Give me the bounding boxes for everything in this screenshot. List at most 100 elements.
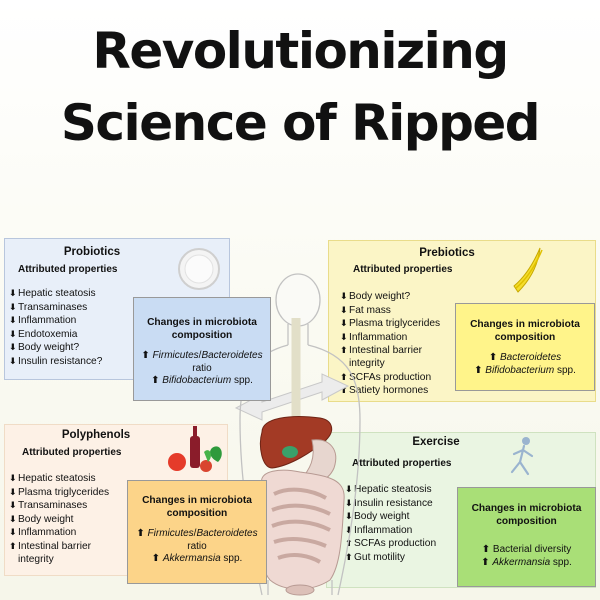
property-text: Intestinal barrier [349, 345, 423, 357]
property-text: Body weight [354, 511, 410, 523]
property-text: Fat mass [349, 304, 391, 316]
down-arrow-icon: ⬇ [345, 511, 353, 522]
change-text: / [198, 350, 202, 361]
change-text: Bacterial diversity [492, 544, 572, 555]
up-arrow-icon: ⬆ [340, 385, 348, 396]
down-arrow-icon: ⬇ [9, 342, 17, 353]
exercise-title: Exercise [412, 436, 460, 448]
down-arrow-icon: ⬇ [9, 473, 17, 483]
up-arrow-icon: ⬆ [481, 556, 493, 568]
polyphenols-changes-box: Changes in microbiota composition ⬆ Firm… [127, 480, 267, 584]
microbiota-change-line: ⬆ Akkermansia spp. [128, 553, 266, 566]
property-text: Transaminases [18, 500, 88, 512]
property-text: Intestinal barrier [18, 540, 92, 552]
property-text: SCFAs production [354, 538, 437, 550]
down-arrow-icon: ⬇ [9, 486, 17, 497]
property-text: Insulin resistance? [18, 355, 103, 367]
up-arrow-icon: ⬆ [488, 352, 500, 363]
property-item: ⬇Hepatic steatosis [345, 483, 436, 497]
property-text: Inflammation [18, 315, 77, 327]
up-arrow-icon: ⬆ [340, 345, 348, 356]
up-arrow-icon: ⬆ [136, 528, 148, 539]
exercise-changes-title: Changes in microbiota composition [471, 503, 582, 527]
change-text: spp. [220, 553, 243, 564]
property-item: ⬇Hepatic steatosis [9, 472, 109, 486]
change-text: spp. [550, 556, 572, 568]
microbiota-change-line: ratio [134, 363, 270, 376]
polyphenols-properties-list: ⬇Hepatic steatosis⬇Plasma triglycerides⬇… [9, 472, 109, 566]
polyphenols-changes-title: Changes in microbiota composition [142, 495, 252, 519]
up-arrow-icon: ⬆ [9, 540, 17, 551]
property-item: ⬆SCFAs production [345, 537, 436, 551]
polyphenols-title: Polyphenols [61, 429, 131, 441]
page-title-line2: Science of Ripped [60, 94, 541, 152]
property-item: ⬇Inflammation [345, 524, 436, 538]
microbiota-change-line: ⬆ Firmicutes/Bacteroidetes [128, 528, 266, 541]
property-item: ⬇Transaminases [9, 301, 102, 315]
property-item: ⬇Body weight? [340, 290, 440, 304]
page-title-line1: Revolutionizing [92, 22, 509, 80]
down-arrow-icon: ⬇ [345, 524, 353, 535]
prebiotics-attributed-label: Attributed properties [353, 264, 453, 275]
probiotics-changes-box: Changes in microbiota composition ⬆ Firm… [133, 297, 271, 401]
taxon-name: Akkermansia [492, 556, 551, 568]
down-arrow-icon: ⬇ [340, 318, 348, 329]
up-arrow-icon: ⬆ [151, 553, 163, 564]
microbiota-change-line: ratio [128, 541, 266, 554]
property-text: Inflammation [349, 331, 408, 343]
down-arrow-icon: ⬇ [345, 497, 353, 508]
up-arrow-icon: ⬆ [151, 375, 163, 386]
property-item: integrity [340, 358, 440, 371]
exercise-changes-list: ⬆ Bacterial diversity⬆ Akkermansia spp. [458, 544, 595, 569]
change-text: ratio [192, 362, 212, 374]
microbiota-change-line: ⬆ Akkermansia spp. [458, 557, 595, 570]
property-text: Satiety hormones [349, 385, 429, 397]
property-text: Gut motility [354, 551, 405, 563]
taxon-name: Bifidobacterium [485, 364, 555, 376]
property-text: Hepatic steatosis [354, 484, 432, 495]
property-text: Hepatic steatosis [18, 473, 96, 484]
property-item: ⬇Insulin resistance? [9, 355, 102, 369]
taxon-name: Bacteroidetes [500, 352, 562, 363]
probiotics-attributed-label: Attributed properties [18, 264, 118, 275]
up-arrow-icon: ⬆ [345, 551, 353, 562]
down-arrow-icon: ⬇ [340, 291, 348, 301]
property-item: ⬆Satiety hormones [340, 384, 440, 398]
property-item: ⬇Inflammation [9, 526, 109, 540]
prebiotics-title: Prebiotics [419, 247, 475, 259]
taxon-name: Bacteroidetes [196, 528, 258, 539]
change-text: / [193, 528, 197, 539]
property-item: ⬇Body weight [345, 510, 436, 524]
microbiota-change-line: ⬆ Bacteroidetes [456, 352, 594, 365]
probiotics-title: Probiotics [63, 246, 121, 258]
property-item: ⬆Gut motility [345, 551, 436, 565]
up-arrow-icon: ⬆ [345, 538, 353, 549]
taxon-name: Bacteroidetes [201, 350, 263, 361]
taxon-name: Bifidobacterium [162, 375, 232, 386]
property-text: Insulin resistance [354, 497, 433, 509]
exercise-attributed-label: Attributed properties [352, 458, 452, 469]
change-text: ratio [187, 540, 207, 552]
microbiota-change-line: ⬆ Bacterial diversity [458, 544, 595, 557]
taxon-name: Firmicutes [152, 350, 199, 361]
change-text: spp. [231, 375, 253, 386]
property-text: Body weight [18, 513, 74, 525]
down-arrow-icon: ⬇ [345, 484, 353, 494]
property-item: ⬇Body weight [9, 513, 109, 527]
down-arrow-icon: ⬇ [9, 315, 17, 326]
prebiotics-changes-title: Changes in microbiota composition [470, 319, 580, 343]
exercise-properties-list: ⬇Hepatic steatosis⬇Insulin resistance⬇Bo… [345, 483, 436, 565]
down-arrow-icon: ⬇ [9, 301, 17, 312]
property-item: ⬇Plasma triglycerides [9, 486, 109, 500]
down-arrow-icon: ⬇ [9, 288, 17, 298]
property-item: integrity [9, 554, 109, 567]
up-arrow-icon: ⬆ [474, 364, 486, 376]
property-item: ⬆Intestinal barrier [9, 540, 109, 554]
microbiota-change-line: ⬆ Bifidobacterium spp. [456, 365, 594, 378]
down-arrow-icon: ⬇ [9, 527, 17, 538]
change-text: spp. [554, 364, 576, 376]
property-item: ⬇Hepatic steatosis [9, 287, 102, 301]
property-item: ⬇Transaminases [9, 499, 109, 513]
down-arrow-icon: ⬇ [340, 331, 348, 342]
